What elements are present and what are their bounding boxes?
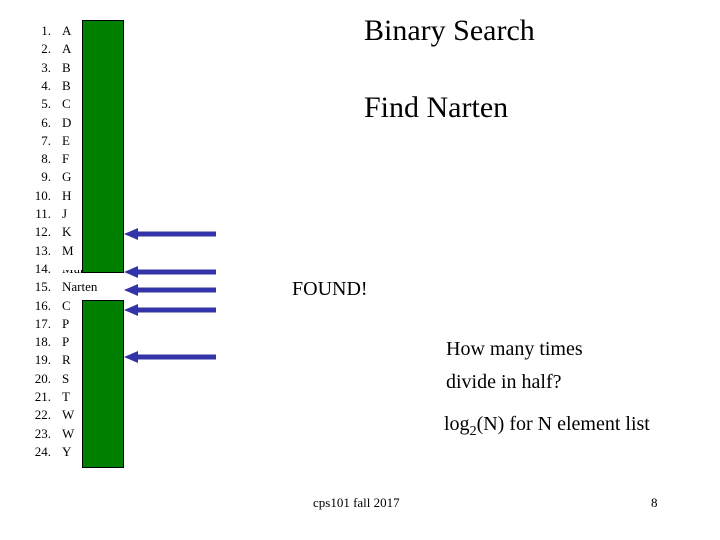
list-item-number: 3. xyxy=(41,59,51,75)
question-line-2: divide in half? xyxy=(446,371,562,393)
list-item-name: Y xyxy=(62,443,72,459)
list-item-name: Narten xyxy=(62,279,98,295)
probe-arrow-icon xyxy=(124,351,216,363)
list-item-number: 11. xyxy=(35,206,51,221)
found-label: FOUND! xyxy=(292,278,368,300)
list-item-name: A xyxy=(62,23,72,38)
question-line-1: How many times xyxy=(446,338,583,360)
list-item-name: C xyxy=(62,96,71,112)
probe-arrow-icon xyxy=(124,228,216,240)
list-item-number: 14. xyxy=(34,260,51,276)
list-item-name: J xyxy=(62,206,68,221)
list-item-number: 1. xyxy=(41,23,51,38)
list-item-number: 7. xyxy=(41,132,51,148)
list-item-number: 5. xyxy=(41,96,51,112)
footer-text: cps101 fall 2017 xyxy=(313,495,400,510)
list-item-name: S xyxy=(62,370,70,386)
list-item-number: 12. xyxy=(34,224,51,240)
partial-cover xyxy=(62,263,82,270)
list-item-number: 22. xyxy=(34,407,51,423)
eliminated-block-upper xyxy=(82,20,124,273)
log-formula: log2(N) for N element list xyxy=(444,413,650,440)
list-item-number: 20. xyxy=(34,370,51,386)
slide-subtitle: Find Narten xyxy=(364,91,509,124)
list-item-name: A xyxy=(62,41,72,57)
slide-title: Binary Search xyxy=(364,14,535,47)
list-item-name: G xyxy=(62,169,72,185)
list-item-name: E xyxy=(62,132,70,148)
list-item-number: 21. xyxy=(34,389,51,404)
probe-arrow-icon xyxy=(124,284,216,296)
list-item-number: 16. xyxy=(34,297,51,313)
list-item-name: W xyxy=(62,407,75,423)
probe-arrow-icon xyxy=(124,266,216,278)
list-item-number: 18. xyxy=(34,334,51,350)
log-suffix: (N) for N element list xyxy=(476,413,650,435)
list-item-number: 6. xyxy=(41,114,51,130)
probe-arrow-icon xyxy=(124,304,216,316)
list-item-name: B xyxy=(62,77,71,93)
eliminated-block-lower xyxy=(82,300,124,468)
list-item-name: K xyxy=(62,224,72,240)
list-item-name: W xyxy=(62,425,75,441)
log-subscript: 2 xyxy=(469,424,477,439)
list-item-number: 8. xyxy=(41,151,51,167)
page-number: 8 xyxy=(651,495,658,510)
list-item-number: 15. xyxy=(34,279,51,295)
list-item-number: 10. xyxy=(34,187,51,203)
list-item-name: M xyxy=(62,242,74,258)
list-item-number: 9. xyxy=(41,169,51,185)
list-item-name: P xyxy=(62,334,70,350)
log-prefix: log xyxy=(444,413,470,435)
list-item-number: 23. xyxy=(34,425,51,441)
list-item-name: C xyxy=(62,297,71,313)
list-item-name: D xyxy=(62,114,72,130)
list-item-name: H xyxy=(62,187,72,203)
list-item-number: 13. xyxy=(34,242,51,258)
list-item-number: 2. xyxy=(41,41,51,57)
list-item-number: 17. xyxy=(34,315,51,331)
list-item-name: B xyxy=(62,59,71,75)
list-item-name: P xyxy=(62,315,70,331)
list-item-number: 4. xyxy=(41,77,51,93)
list-item-name: F xyxy=(62,151,70,167)
list-item-number: 19. xyxy=(34,352,51,368)
list-item-name: T xyxy=(62,389,70,404)
list-item-number: 24. xyxy=(34,443,51,459)
list-item-name: R xyxy=(62,352,71,368)
